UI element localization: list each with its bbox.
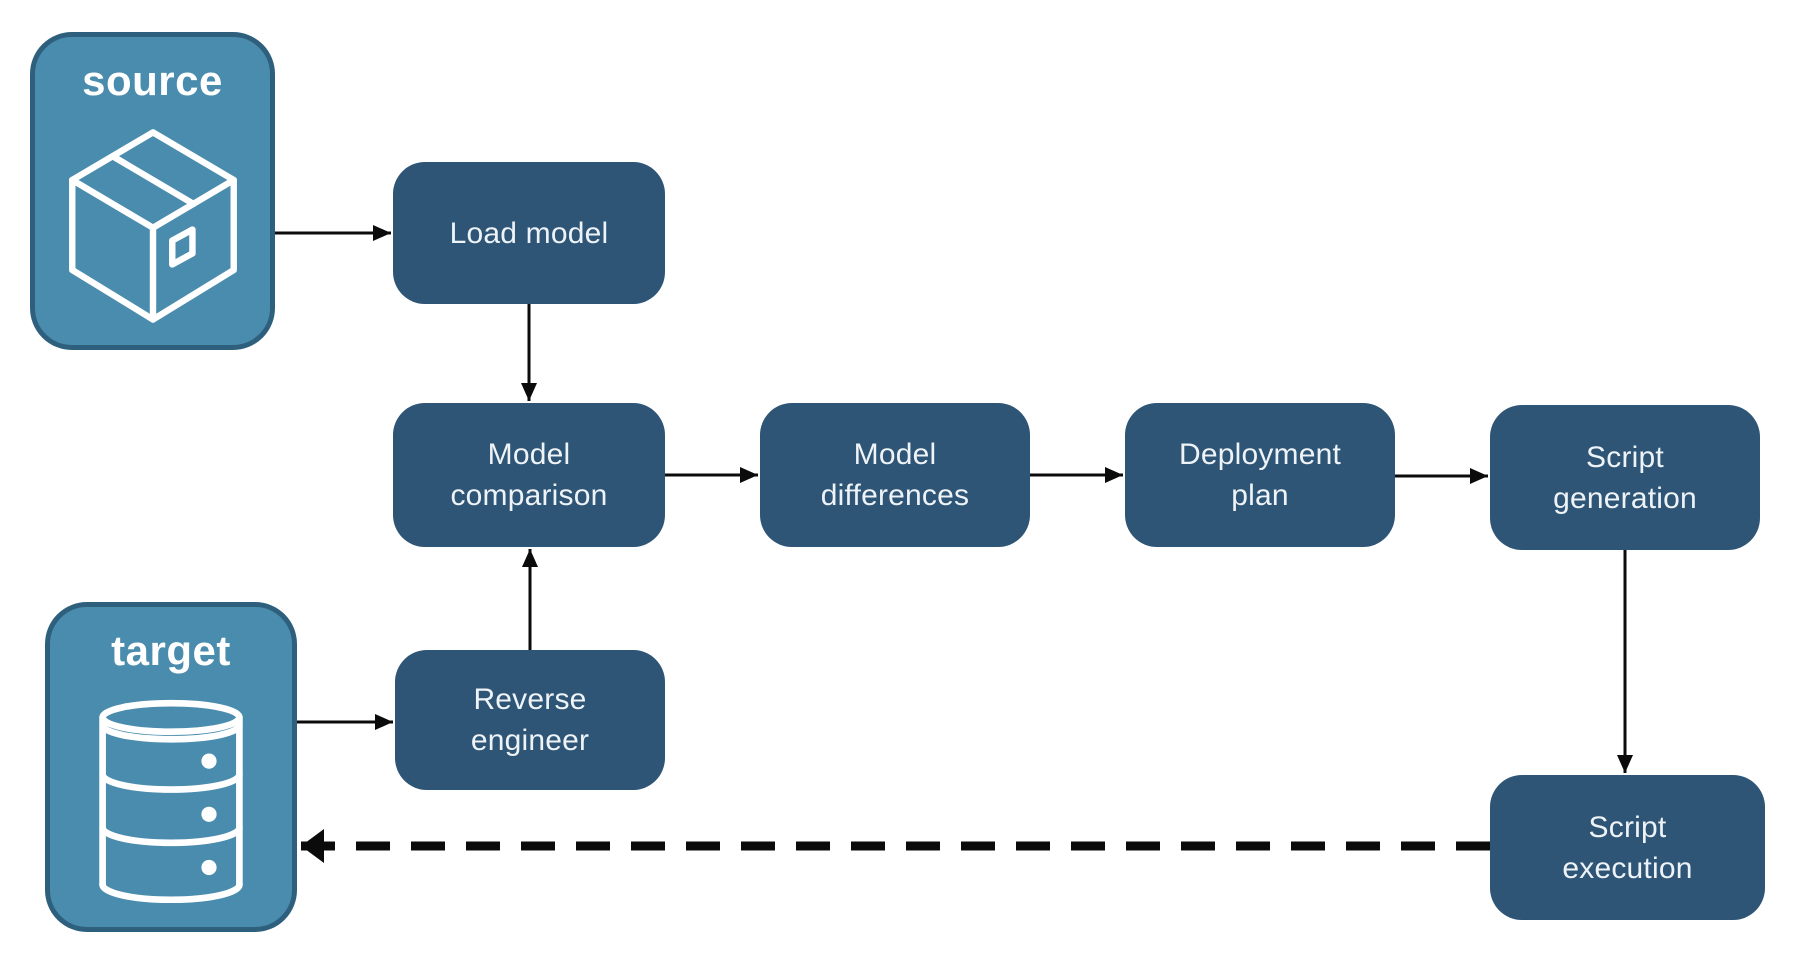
source-label: source xyxy=(82,57,223,104)
node-deployment-plan: Deployment plan xyxy=(1125,403,1395,547)
database-icon xyxy=(50,675,292,927)
endpoint-target: target xyxy=(45,602,297,932)
node-model-comparison: Model comparison xyxy=(393,403,665,547)
endpoint-source: source xyxy=(30,32,275,350)
node-script-generation: Script generation xyxy=(1490,405,1760,550)
node-reverse-engineer: Reverse engineer xyxy=(395,650,665,790)
node-load-model: Load model xyxy=(393,162,665,304)
node-model-differences: Model differences xyxy=(760,403,1030,547)
node-script-execution: Script execution xyxy=(1490,775,1765,920)
package-icon xyxy=(35,105,270,345)
target-label: target xyxy=(111,627,231,674)
